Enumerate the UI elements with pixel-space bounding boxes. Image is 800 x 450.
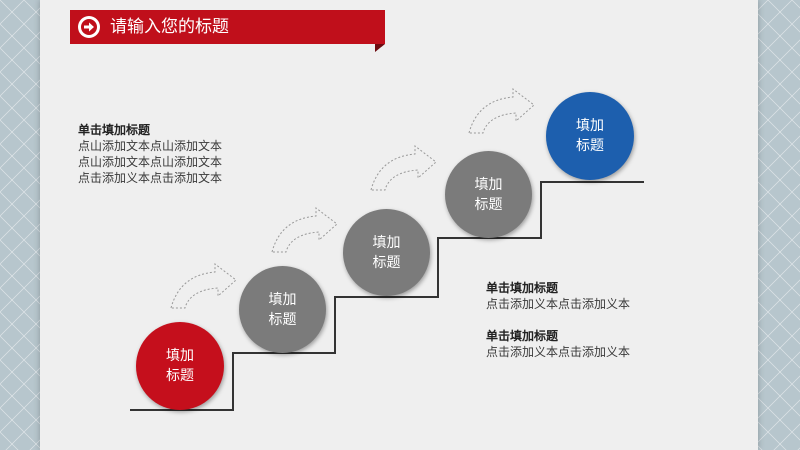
title-banner: 请输入您的标题: [70, 10, 396, 52]
staircase-diagram: [130, 87, 644, 411]
curved-arrow-icon: [370, 144, 437, 191]
step-label: 填加 标题: [372, 234, 401, 271]
staircase-line: [130, 181, 644, 411]
slide: 请输入您的标题 填加 标题 填加 标题 填加 标题 填加 标题 填加 标题 单击…: [40, 0, 758, 450]
text-line: 点击添加义本点击添加文本: [78, 171, 223, 185]
curved-arrow-icon: [468, 87, 535, 134]
step-circle-2: 填加 标题: [239, 266, 326, 353]
arrow-right-circle-icon: [78, 16, 100, 38]
title-bar: [70, 10, 385, 44]
text-block-left: 单击填加标题 点山添加文本点山添加文本 点山添加文本点山添加文本 点击添加义本点…: [78, 122, 222, 186]
step-label: 填加 标题: [268, 291, 297, 328]
step-circle-5: 填加 标题: [546, 92, 634, 180]
text-line: 点山添加文本点山添加文本: [78, 139, 223, 153]
step-circle-3: 填加 标题: [343, 209, 430, 296]
text-block-right-2: 单击填加标题 点击添加义本点击添加义本: [486, 328, 630, 360]
text-heading: 单击填加标题: [486, 281, 559, 295]
text-line: 点击添加义本点击添加义本: [486, 345, 631, 359]
step-label: 填加 标题: [576, 118, 604, 154]
curved-arrow-icon: [271, 206, 338, 253]
text-heading: 单击填加标题: [486, 329, 559, 343]
step-circle-4: 填加 标题: [445, 151, 532, 238]
step-label: 填加 标题: [166, 348, 194, 384]
page-title: 请输入您的标题: [110, 17, 229, 37]
banner-fold: [375, 44, 385, 52]
text-heading: 单击填加标题: [78, 123, 151, 137]
step-circle-1: 填加 标题: [136, 322, 224, 410]
text-line: 点山添加文本点山添加文本: [78, 155, 223, 169]
curved-arrow-icon: [170, 262, 237, 309]
text-line: 点击添加义本点击添加义本: [486, 297, 631, 311]
text-block-right-1: 单击填加标题 点击添加义本点击添加义本: [486, 280, 630, 312]
step-label: 填加 标题: [474, 176, 503, 213]
